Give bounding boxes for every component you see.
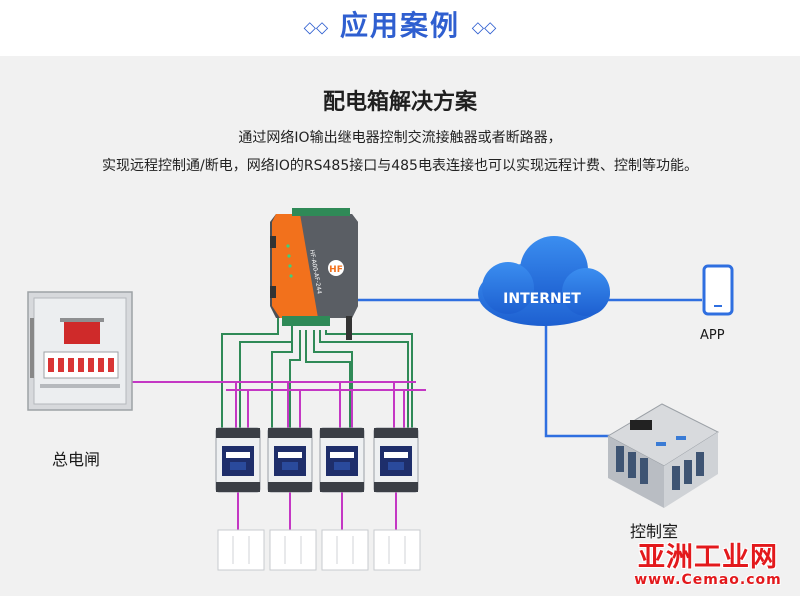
- smartphone-app-icon: [702, 264, 734, 316]
- watermark: 亚洲工业网 www.Cemao.com: [618, 535, 798, 593]
- distribution-box-icon: [27, 291, 133, 411]
- magenta-power-wires: [130, 381, 426, 536]
- wall-switch-4-icon: [373, 529, 421, 571]
- control-room-label: 控制室: [630, 522, 679, 541]
- section-title: ◇◇ 应用案例 ◇◇: [0, 4, 800, 44]
- diamond-deco-right-icon: ◇◇: [471, 17, 497, 37]
- wall-switch-1-icon: [217, 529, 265, 571]
- description-line-1: 通过网络IO输出继电器控制交流接触器或者断路器，: [238, 130, 562, 146]
- control-room-icon: [606, 403, 720, 508]
- device-logo: HF: [329, 265, 343, 275]
- diamond-deco-left-icon: ◇◇: [303, 17, 329, 37]
- wall-switch-2-icon: [269, 529, 317, 571]
- watermark-title: 亚洲工业网: [638, 542, 778, 573]
- main-switch-label: 总电闸: [52, 450, 101, 469]
- green-control-wires: [221, 318, 413, 428]
- diagram-title: 配电箱解决方案: [322, 90, 477, 115]
- blue-network-links: [358, 298, 702, 438]
- contactor-2-icon: [267, 427, 313, 493]
- description-line-2: 实现远程控制通/断电，网络IO的RS485接口与485电表连接也可以实现远程计费…: [102, 158, 698, 174]
- header-bar: ◇◇ 应用案例 ◇◇: [0, 0, 800, 56]
- io-controller-device-icon: HF HF-A00-AF-244: [270, 208, 358, 340]
- watermark-url: www.Cemao.com: [634, 572, 782, 588]
- wall-switch-3-icon: [321, 529, 369, 571]
- app-label: APP: [700, 328, 725, 343]
- section-title-text: 应用案例: [339, 9, 460, 42]
- contactor-4-icon: [373, 427, 419, 493]
- internet-cloud-icon: INTERNET: [478, 236, 610, 326]
- contactor-3-icon: [319, 427, 365, 493]
- internet-label: INTERNET: [503, 291, 581, 307]
- contactor-1-icon: [215, 427, 261, 493]
